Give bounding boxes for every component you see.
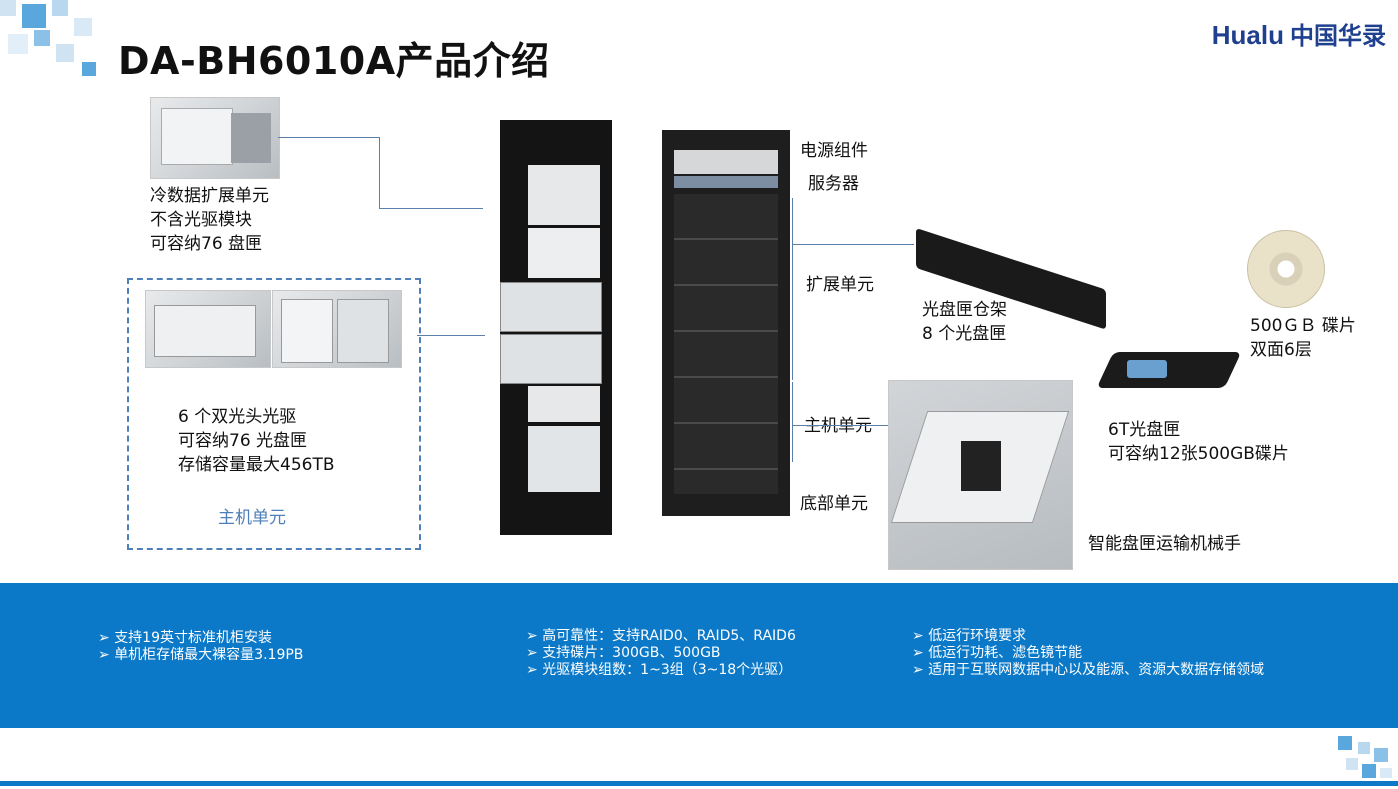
bracket-host xyxy=(792,382,793,462)
disc-line1: 500ＧＢ 碟片 xyxy=(1250,316,1356,336)
cold-unit-line1: 冷数据扩展单元 xyxy=(150,186,269,206)
host-unit-line1: 6 个双光头光驱 xyxy=(178,407,297,427)
band-item: ➢ 适用于互联网数据中心以及能源、资源大数据存储领域 xyxy=(912,662,1265,678)
label-bottom: 底部单元 xyxy=(800,494,868,514)
connector-host-robot xyxy=(792,425,888,426)
host-unit-photo-left xyxy=(145,290,271,368)
cold-unit-line2: 不含光驱模块 xyxy=(150,210,252,230)
cold-unit-line3: 可容纳76 盘匣 xyxy=(150,234,263,254)
tray-line2: 8 个光盘匣 xyxy=(922,324,1007,344)
label-server: 服务器 xyxy=(808,174,859,194)
disc-photo xyxy=(1247,230,1325,308)
connector-cold-v xyxy=(379,137,380,209)
disc-label: 500ＧＢ 碟片 双面6层 xyxy=(1250,314,1356,362)
front-rack xyxy=(662,130,790,516)
cartridge-line1: 6T光盘匣 xyxy=(1108,420,1181,440)
band-item: ➢ 支持19英寸标准机柜安装 xyxy=(98,630,273,646)
band-col1: ➢ 支持19英寸标准机柜安装 ➢ 单机柜存储最大裸容量3.19PB xyxy=(98,630,303,664)
cold-unit-label: 冷数据扩展单元 不含光驱模块 可容纳76 盘匣 xyxy=(150,184,269,256)
host-unit-text: 6 个双光头光驱 可容纳76 光盘匣 存储容量最大456TB xyxy=(178,405,335,477)
host-unit-line3: 存储容量最大456TB xyxy=(178,455,335,475)
cartridge-line2: 可容纳12张500GB碟片 xyxy=(1108,444,1289,464)
connector-cold-h2 xyxy=(379,208,483,209)
band-col3: ➢ 低运行环境要求 ➢ 低运行功耗、滤色镜节能 ➢ 适用于互联网数据中心以及能源… xyxy=(912,628,1264,679)
label-power: 电源组件 xyxy=(800,141,868,161)
disc-line2: 双面6层 xyxy=(1250,340,1312,360)
robot-photo xyxy=(888,380,1073,570)
host-unit-caption: 主机单元 xyxy=(218,508,286,528)
cold-unit-photo xyxy=(150,97,280,179)
bracket-expansion xyxy=(792,198,793,380)
host-unit-line2: 可容纳76 光盘匣 xyxy=(178,431,308,451)
band-item: ➢ 低运行环境要求 xyxy=(912,628,1027,644)
host-unit-box xyxy=(127,278,421,550)
host-unit-photo-right xyxy=(272,290,402,368)
band-item: ➢ 低运行功耗、滤色镜节能 xyxy=(912,645,1083,661)
band-col2: ➢ 高可靠性：支持RAID0、RAID5、RAID6 ➢ 支持碟片：300GB、… xyxy=(526,628,796,679)
logo-en: Hualu xyxy=(1211,20,1284,50)
cartridge-photo xyxy=(1096,342,1242,392)
page-title: DA-BH6010A产品介绍 xyxy=(118,39,550,83)
label-host: 主机单元 xyxy=(804,416,872,436)
open-rack xyxy=(500,120,612,535)
band-item: ➢ 高可靠性：支持RAID0、RAID5、RAID6 xyxy=(526,628,796,644)
connector-cold xyxy=(278,137,380,138)
connector-host xyxy=(417,335,485,336)
band-item: ➢ 支持碟片：300GB、500GB xyxy=(526,645,721,661)
connector-expansion xyxy=(792,244,914,245)
band-item: ➢ 光驱模块组数：1~3组（3~18个光驱） xyxy=(526,662,793,678)
logo-cn: 中国华录 xyxy=(1290,22,1386,50)
band-item: ➢ 单机柜存储最大裸容量3.19PB xyxy=(98,647,304,663)
label-expansion: 扩展单元 xyxy=(806,275,874,295)
feature-band xyxy=(0,583,1398,728)
robot-label: 智能盘匣运输机械手 xyxy=(1088,534,1241,554)
tray-label: 光盘匣仓架 8 个光盘匣 xyxy=(922,298,1007,346)
cartridge-label: 6T光盘匣 可容纳12张500GB碟片 xyxy=(1108,418,1289,466)
tray-line1: 光盘匣仓架 xyxy=(922,300,1007,320)
bottom-rule xyxy=(0,781,1398,786)
